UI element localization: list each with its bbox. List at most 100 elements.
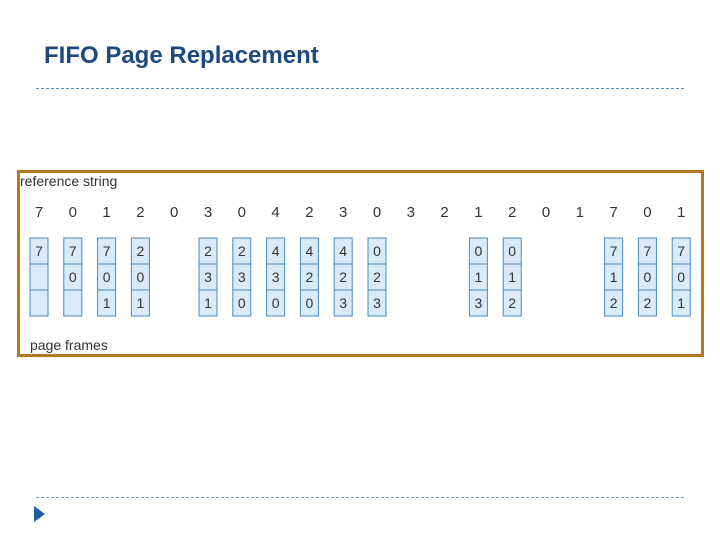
- frame-value: 1: [677, 295, 685, 311]
- frame-value: 4: [306, 243, 314, 259]
- frame-cell: [333, 289, 353, 317]
- page-frames-label: page frames: [30, 337, 108, 353]
- play-arrow-icon[interactable]: [34, 506, 45, 522]
- frame-value: 0: [69, 269, 77, 285]
- reference-item: 2: [136, 204, 144, 221]
- frame-column: 70: [63, 237, 83, 317]
- frame-value: 3: [339, 295, 347, 311]
- reference-item: 1: [474, 204, 482, 221]
- reference-item: 0: [542, 204, 550, 221]
- frame-value: 2: [373, 269, 381, 285]
- frame-cell: [604, 289, 624, 317]
- frame-value: 1: [610, 269, 618, 285]
- reference-item: 0: [373, 204, 381, 221]
- frame-value: 1: [137, 295, 145, 311]
- reference-item: 1: [576, 204, 584, 221]
- frame-cell: [29, 289, 49, 317]
- frame-column: 0 2 3: [367, 237, 387, 317]
- frame-value: 0: [373, 243, 381, 259]
- reference-item: 7: [35, 204, 43, 221]
- reference-item: 2: [305, 204, 313, 221]
- frame-column: 7 0 1: [97, 237, 117, 317]
- frame-cell: [29, 263, 49, 291]
- title-divider: [36, 88, 684, 89]
- frame-value: 0: [238, 295, 246, 311]
- frame-column: 4 2 0: [299, 237, 319, 317]
- frame-column: 7: [29, 237, 49, 317]
- reference-item: 0: [69, 204, 77, 221]
- frame-value: 7: [677, 243, 685, 259]
- reference-item: 4: [271, 204, 279, 221]
- frame-column: 7 0 2: [637, 237, 657, 317]
- frame-value: 1: [103, 295, 111, 311]
- reference-item: 0: [238, 204, 246, 221]
- frame-value: 2: [306, 269, 314, 285]
- frame-value: 3: [475, 295, 483, 311]
- frame-value: 4: [339, 243, 347, 259]
- frame-column: 4 2 3: [333, 237, 353, 317]
- reference-item: 0: [643, 204, 651, 221]
- frame-value: 7: [103, 243, 111, 259]
- frame-cell: [637, 289, 657, 317]
- frame-value: 1: [475, 269, 483, 285]
- frame-column: 7 0 1: [671, 237, 691, 317]
- frame-value: 7: [610, 243, 618, 259]
- frame-value: 2: [644, 295, 652, 311]
- reference-item: 3: [339, 204, 347, 221]
- frame-value: 3: [272, 269, 280, 285]
- frame-cell: [502, 289, 522, 317]
- reference-string-label: reference string: [20, 173, 117, 189]
- reference-item: 3: [204, 204, 212, 221]
- frame-column: 0 1 3: [468, 237, 488, 317]
- frame-column: 2 3 1: [198, 237, 218, 317]
- frame-cell: [198, 289, 218, 317]
- reference-string: 7 0 1 2 0 3 0 4 2 3 0 3 2 1 2 0 1 7 0 1: [35, 204, 686, 221]
- reference-item: 2: [440, 204, 448, 221]
- reference-item: 0: [170, 204, 178, 221]
- frame-value: 2: [137, 243, 145, 259]
- frame-value: 0: [508, 243, 516, 259]
- frame-value: 0: [475, 243, 483, 259]
- frame-value: 7: [35, 243, 43, 259]
- frame-column: 712: [604, 237, 624, 317]
- frame-value: 2: [339, 269, 347, 285]
- frame-value: 2: [204, 243, 212, 259]
- frame-value: 7: [644, 243, 652, 259]
- reference-item: 3: [407, 204, 415, 221]
- reference-item: 1: [102, 204, 110, 221]
- reference-item: 2: [508, 204, 516, 221]
- frame-cell: [130, 289, 150, 317]
- frame-value: 1: [204, 295, 212, 311]
- frame-column: 230: [232, 237, 252, 317]
- frame-value: 0: [272, 295, 280, 311]
- reference-item: 7: [609, 204, 617, 221]
- frame-value: 4: [272, 243, 280, 259]
- frame-value: 3: [204, 269, 212, 285]
- frame-cell: [367, 289, 387, 317]
- frame-cell: [671, 289, 691, 317]
- frame-value: 0: [137, 269, 145, 285]
- frame-cell: [299, 289, 319, 317]
- frame-cell: [266, 289, 286, 317]
- frame-column: 0 1 2: [502, 237, 522, 317]
- frame-value: 0: [103, 269, 111, 285]
- frame-value: 3: [373, 295, 381, 311]
- frame-value: 0: [644, 269, 652, 285]
- frame-value: 1: [508, 269, 516, 285]
- frame-column: 4 3 0: [266, 237, 286, 317]
- frame-cell: [63, 289, 83, 317]
- frame-cell: [97, 289, 117, 317]
- slide-title: FIFO Page Replacement: [44, 42, 319, 69]
- reference-item: 1: [677, 204, 685, 221]
- frame-value: 0: [306, 295, 314, 311]
- frame-cell: [468, 289, 488, 317]
- frame-value: 0: [677, 269, 685, 285]
- frame-column: 2 0 1: [130, 237, 150, 317]
- footer-divider: [36, 497, 684, 498]
- frame-value: 2: [508, 295, 516, 311]
- frame-value: 2: [238, 243, 246, 259]
- frame-value: 7: [69, 243, 77, 259]
- frame-cell: [232, 289, 252, 317]
